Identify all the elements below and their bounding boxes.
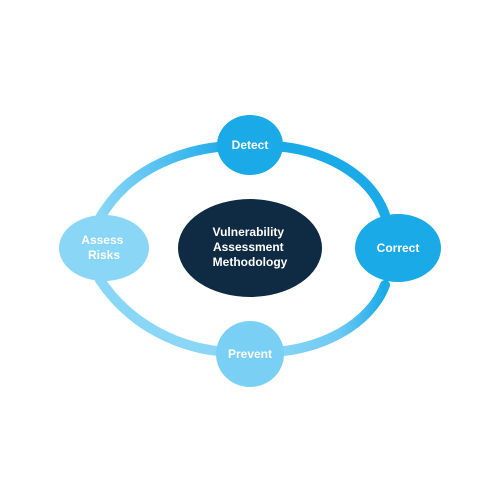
node-correct-shape bbox=[355, 214, 441, 282]
center-label-line-1: Vulnerability bbox=[213, 225, 285, 239]
node-correct: Correct bbox=[355, 214, 441, 282]
ring-segment-prevent-to-assess bbox=[95, 275, 235, 357]
node-detect-label-line-1: Detect bbox=[232, 138, 269, 152]
node-prevent-shape bbox=[216, 321, 284, 387]
center-ellipse bbox=[178, 199, 322, 297]
node-detect-shape bbox=[217, 115, 283, 175]
node-assess-risks-label-line-1: Assess bbox=[81, 233, 123, 247]
ring-segment-correct-to-prevent bbox=[267, 280, 390, 357]
center-label: Vulnerability Assessment Methodology bbox=[213, 225, 288, 269]
node-detect: Detect bbox=[217, 115, 283, 175]
node-assess-risks-label-line-2: Risks bbox=[88, 248, 120, 262]
ring-segment-assess-to-detect bbox=[95, 141, 235, 223]
node-correct-label-line-1: Correct bbox=[377, 241, 420, 255]
node-assess-risks-label: Assess Risks bbox=[81, 233, 126, 262]
center-label-line-2: Assessment bbox=[213, 240, 284, 254]
center-label-line-3: Methodology bbox=[213, 255, 288, 269]
node-detect-label: Detect bbox=[232, 138, 269, 152]
node-prevent: Prevent bbox=[216, 321, 284, 387]
node-assess-risks: Assess Risks bbox=[59, 215, 149, 281]
node-assess-risks-shape bbox=[59, 215, 149, 281]
node-prevent-label-line-1: Prevent bbox=[228, 347, 272, 361]
center-node: Vulnerability Assessment Methodology bbox=[178, 199, 322, 297]
ring-segment-detect-to-correct bbox=[267, 141, 390, 220]
node-prevent-label: Prevent bbox=[228, 347, 272, 361]
node-correct-label: Correct bbox=[377, 241, 420, 255]
